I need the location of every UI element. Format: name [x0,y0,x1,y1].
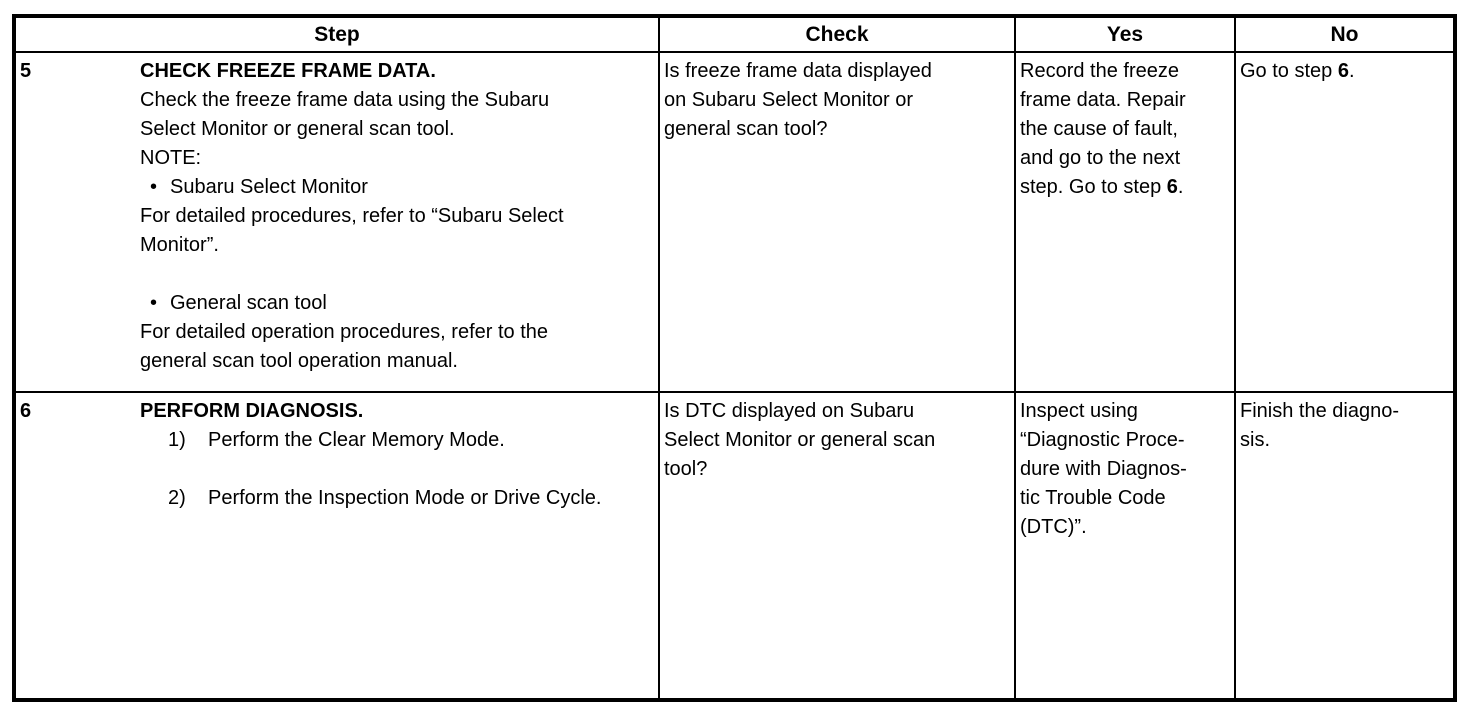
step-title: CHECK FREEZE FRAME DATA. [140,60,436,82]
col-header-step: Step [13,15,660,53]
table-row-step-5: 5 CHECK FREEZE FRAME DATA. Check the fre… [13,51,1456,393]
table-row-step-6: 6 PERFORM DIAGNOSIS. 1) Perform the Clea… [13,391,1456,701]
yes-cell-6: Inspect using “Diagnostic Proce- dure wi… [1014,391,1236,701]
bullet-item: • Subaru Select Monitor [140,173,653,202]
col-header-yes: Yes [1014,15,1236,53]
no-text: Go to step [1240,60,1338,82]
check-cell-6: Is DTC displayed on Subaru Select Monito… [658,391,1016,701]
col-header-no: No [1234,15,1456,53]
bullet-item-label: General scan tool [170,292,327,314]
bullet-item-detail: For detailed operation procedures, refer… [140,321,549,372]
step-number: 6 [20,400,32,422]
note-label: NOTE: [140,147,202,169]
header-row: Step Check Yes No [13,15,1456,53]
bullet-icon: • [150,176,158,198]
bullet-item: • General scan tool [140,289,653,318]
no-cell-6: Finish the diagno- sis. [1234,391,1456,701]
yes-step-ref: 6 [1166,176,1178,198]
bullet-icon: • [150,292,158,314]
diagnostic-table: Step Check Yes No 5 CHECK FREEZE FRAME D… [12,14,1457,702]
numbered-item-index: 2) [168,487,186,509]
step-cell-6: 6 PERFORM DIAGNOSIS. 1) Perform the Clea… [13,391,660,701]
col-header-check: Check [658,15,1016,53]
step-description: Check the freeze frame data using the Su… [140,89,550,140]
numbered-item-text: Perform the Inspection Mode or Drive Cyc… [208,487,602,509]
bullet-item-detail: For detailed procedures, refer to “Subar… [140,205,564,256]
numbered-item: 2) Perform the Inspection Mode or Drive … [140,484,653,513]
spacer [140,455,653,484]
step-title: PERFORM DIAGNOSIS. [140,400,364,422]
no-step-ref: 6 [1337,60,1349,82]
numbered-item-index: 1) [168,429,186,451]
yes-text: Record the freeze frame data. Repair the… [1020,60,1186,198]
yes-text: Inspect using “Diagnostic Proce- dure wi… [1020,400,1187,538]
no-text: Finish the diagno- sis. [1240,400,1399,451]
no-cell-5: Go to step 6. [1234,51,1456,393]
yes-text-end: . [1177,176,1184,198]
no-text-end: . [1348,60,1355,82]
step-cell-5: 5 CHECK FREEZE FRAME DATA. Check the fre… [13,51,660,393]
spacer [140,260,653,289]
numbered-item-text: Perform the Clear Memory Mode. [208,429,505,451]
yes-cell-5: Record the freeze frame data. Repair the… [1014,51,1236,393]
bullet-item-label: Subaru Select Monitor [170,176,368,198]
step-number: 5 [20,60,32,82]
check-cell-5: Is freeze frame data displayed on Subaru… [658,51,1016,393]
numbered-item: 1) Perform the Clear Memory Mode. [140,426,653,455]
